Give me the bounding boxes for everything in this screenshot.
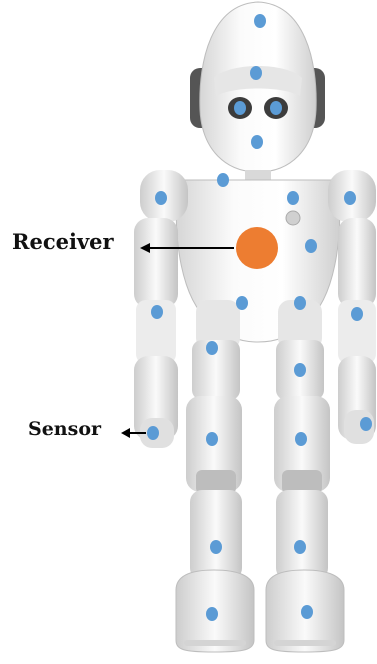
right-upper-arm: [338, 218, 376, 308]
sensor-dot: [250, 66, 262, 80]
sensor-dot: [301, 605, 313, 619]
sensor-dot: [287, 191, 299, 205]
sensor-arrowhead: [121, 428, 130, 438]
left-shin: [190, 490, 242, 580]
sensor-dot: [360, 417, 372, 431]
sensor-dot: [305, 239, 317, 253]
robot-head: [190, 2, 325, 184]
sensor-dot: [251, 135, 263, 149]
sensor-dot: [155, 191, 167, 205]
sensor-dot: [206, 432, 218, 446]
sensor-dot: [206, 341, 218, 355]
sensor-dot: [236, 296, 248, 310]
sensor-dot: [295, 432, 307, 446]
right-foot-sole: [274, 640, 336, 646]
robot-right-leg: [266, 340, 344, 652]
chest-button: [286, 211, 300, 225]
sensor-dot: [351, 307, 363, 321]
sensor-label: Sensor: [28, 418, 101, 440]
left-foot-sole: [184, 640, 246, 646]
robot-left-leg: [176, 340, 254, 652]
left-upper-arm: [134, 218, 178, 308]
sensor-dot: [294, 296, 306, 310]
receiver-label: Receiver: [12, 229, 114, 254]
sensor-dot: [270, 101, 282, 115]
sensor-dot: [151, 305, 163, 319]
sensor-dot: [294, 540, 306, 554]
sensor-dot: [210, 540, 222, 554]
sensor-dot: [147, 426, 159, 440]
sensor-dot: [206, 607, 218, 621]
receiver-marker: [236, 227, 278, 269]
sensor-dot: [234, 101, 246, 115]
robot-right-arm: [328, 170, 376, 444]
sensor-dot: [344, 191, 356, 205]
sensor-dot: [217, 173, 229, 187]
right-shin: [276, 490, 328, 580]
sensor-dot: [254, 14, 266, 28]
sensor-dot: [294, 363, 306, 377]
